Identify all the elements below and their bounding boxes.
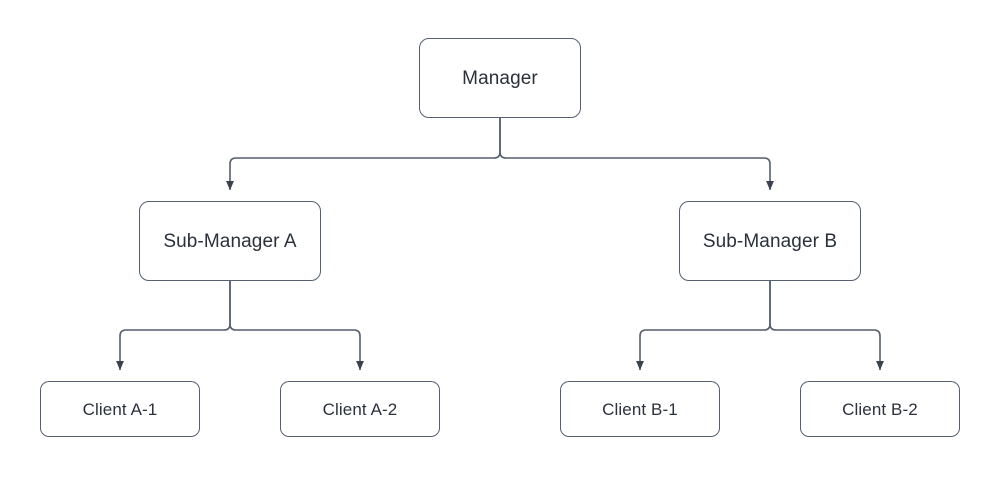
node-client-a2-label: Client A-2 (322, 399, 398, 419)
node-client-a1-label: Client A-1 (82, 399, 158, 419)
node-sub-manager-b-label: Sub-Manager B (702, 230, 838, 252)
node-sub-manager-a-label: Sub-Manager A (163, 230, 297, 252)
node-manager-label: Manager (462, 67, 538, 89)
node-client-b2-label: Client B-2 (842, 399, 918, 419)
node-sub-manager-b[interactable]: Sub-Manager B (679, 201, 861, 281)
edge-sub-manager-b-client-b2 (769, 281, 884, 371)
node-client-a2[interactable]: Client A-2 (280, 381, 440, 437)
node-client-b2[interactable]: Client B-2 (800, 381, 960, 437)
node-client-b1[interactable]: Client B-1 (560, 381, 720, 437)
edge-sub-manager-a-client-a1 (116, 281, 231, 371)
edge-sub-manager-a-client-a2 (229, 281, 364, 371)
edge-manager-sub-manager-a (226, 118, 501, 191)
node-manager[interactable]: Manager (419, 38, 581, 118)
node-client-b1-label: Client B-1 (602, 399, 678, 419)
node-sub-manager-a[interactable]: Sub-Manager A (139, 201, 321, 281)
node-client-a1[interactable]: Client A-1 (40, 381, 200, 437)
edge-sub-manager-b-client-b1 (636, 281, 771, 371)
edge-manager-sub-manager-b (499, 118, 774, 191)
